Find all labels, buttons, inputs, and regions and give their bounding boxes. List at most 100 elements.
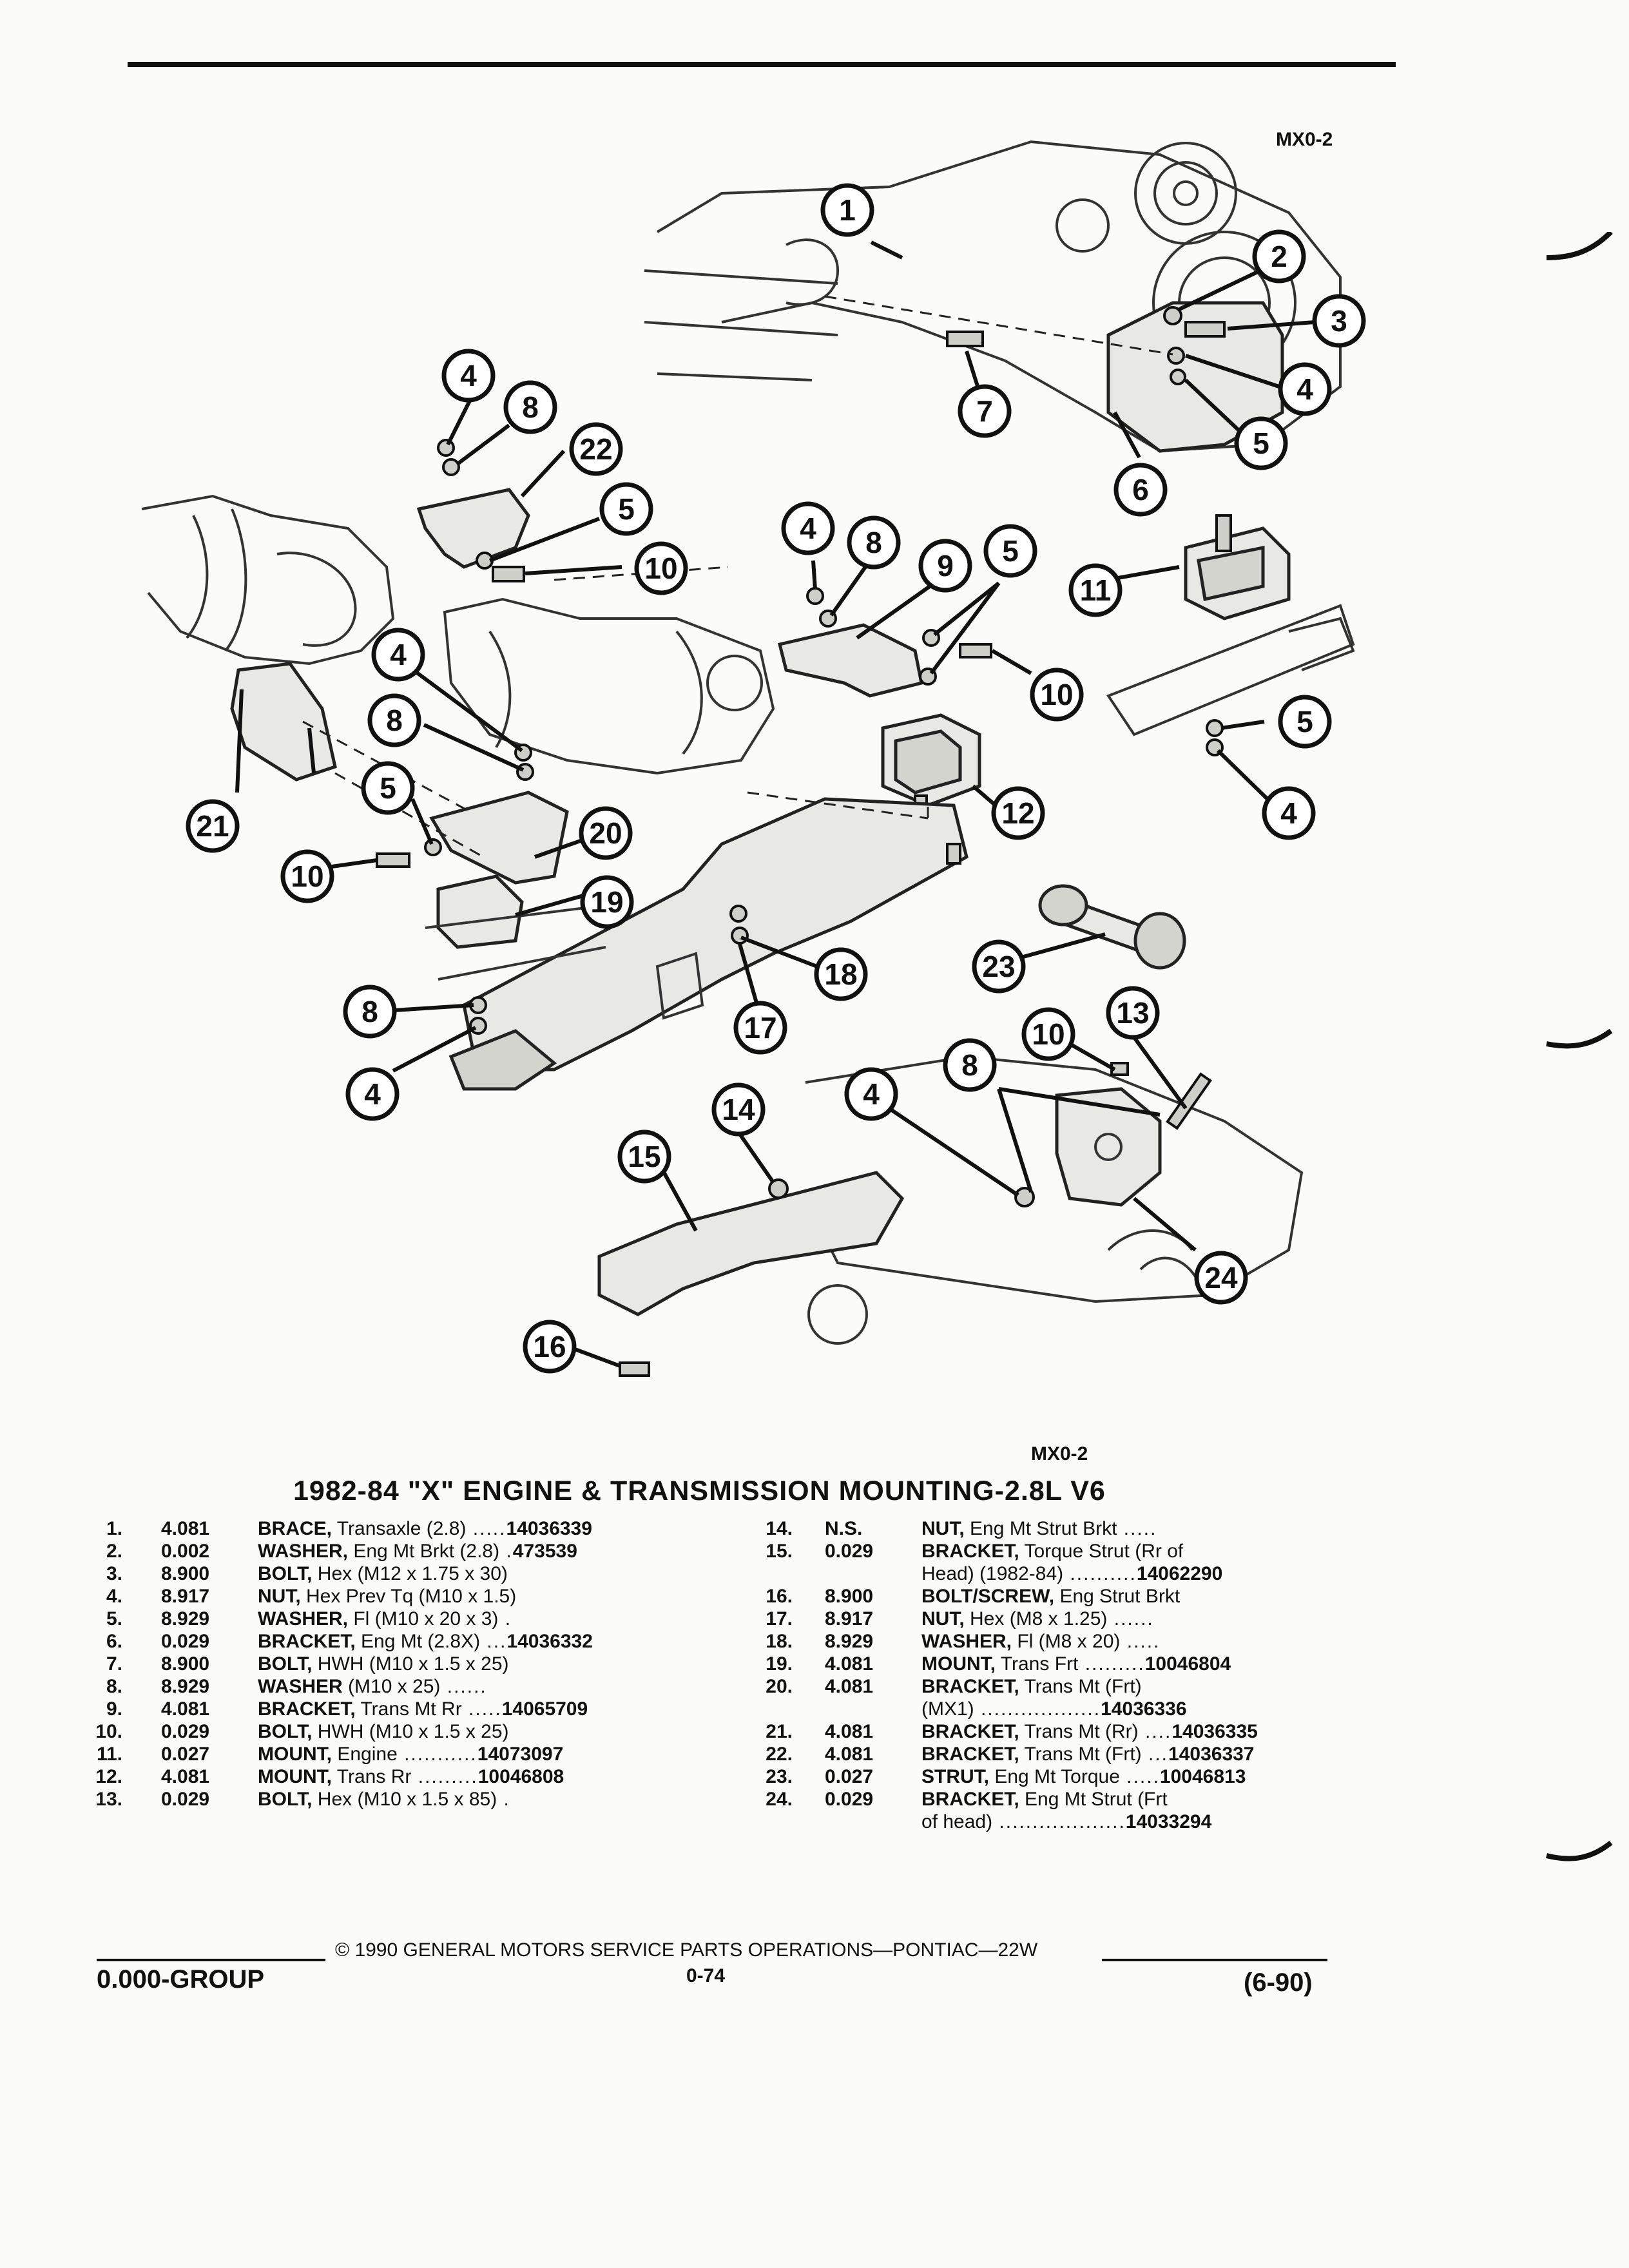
part-description: WASHER, Fl (M10 x 20 x 3) . <box>258 1608 512 1630</box>
group-number: 0.029 <box>161 1631 210 1652</box>
leader-dots: ..... <box>466 1518 506 1539</box>
group-number: 0.029 <box>825 1789 874 1810</box>
part-description: MOUNT, Engine ...........14073097 <box>258 1743 563 1765</box>
svg-text:10: 10 <box>1032 1017 1065 1051</box>
part-number: 14073097 <box>477 1744 564 1765</box>
svg-text:10: 10 <box>1040 678 1073 711</box>
svg-text:20: 20 <box>589 816 622 850</box>
svg-text:4: 4 <box>1296 372 1313 406</box>
item-number: 23. <box>766 1766 793 1787</box>
part-detail: Trans Mt (Frt) <box>1019 1744 1142 1765</box>
group-number: 0.029 <box>825 1541 874 1562</box>
part-description: of head) ...................14033294 <box>921 1811 1211 1833</box>
part-name: STRUT, <box>921 1766 989 1787</box>
part-detail: Eng Mt Strut Brkt <box>964 1518 1117 1539</box>
svg-text:15: 15 <box>628 1140 660 1173</box>
callout-20: 20 <box>579 806 633 860</box>
part-number: 14036337 <box>1168 1744 1255 1765</box>
part-detail: Engine <box>332 1744 398 1765</box>
part-detail: Eng Mt Brkt (2.8) <box>348 1541 500 1562</box>
callout-10: 10 <box>1021 1007 1075 1061</box>
callout-5: 5 <box>361 761 415 815</box>
callout-2: 2 <box>1252 229 1306 284</box>
part-detail: Torque Strut (Rr of <box>1019 1541 1184 1562</box>
part-description: MOUNT, Trans Rr .........10046808 <box>258 1765 564 1788</box>
mount-19-drawing <box>436 874 524 949</box>
callout-5: 5 <box>1278 695 1332 749</box>
parts-row: 5. 8.929 WASHER, Fl (M10 x 20 x 3) . <box>84 1608 728 1630</box>
part-description: BRACE, Transaxle (2.8) .....14036339 <box>258 1517 592 1540</box>
group-number: 8.929 <box>161 1608 210 1629</box>
leader-dots: ... <box>480 1631 507 1652</box>
leader-dots: ..... <box>1117 1518 1157 1539</box>
svg-text:7: 7 <box>976 394 993 428</box>
callout-4: 4 <box>345 1067 400 1121</box>
item-number: 24. <box>766 1789 793 1810</box>
svg-text:8: 8 <box>961 1048 978 1082</box>
item-number: 21. <box>766 1721 793 1742</box>
page-number: 0-74 <box>686 1965 726 1986</box>
part-name: BOLT, <box>258 1721 313 1742</box>
part-detail: Fl (M8 x 20) <box>1012 1631 1121 1652</box>
part-description: NUT, Eng Mt Strut Brkt ..... <box>921 1517 1157 1540</box>
callout-4: 4 <box>1262 786 1316 840</box>
item-number: 16. <box>766 1586 793 1607</box>
part-description: WASHER, Fl (M8 x 20) ..... <box>921 1630 1160 1653</box>
part-description: NUT, Hex Prev Tq (M10 x 1.5) <box>258 1585 516 1608</box>
part-description: NUT, Hex (M8 x 1.25) ...... <box>921 1608 1154 1630</box>
callout-14: 14 <box>711 1082 766 1137</box>
part-name: MOUNT, <box>258 1766 332 1787</box>
svg-text:5: 5 <box>1002 534 1019 568</box>
part-name: BRACKET, <box>258 1631 356 1652</box>
group-number: 0.029 <box>161 1789 210 1810</box>
svg-text:21: 21 <box>196 809 229 843</box>
svg-text:5: 5 <box>618 492 635 526</box>
part-detail: (MX1) <box>921 1698 974 1720</box>
part-number: 10046813 <box>1159 1766 1246 1787</box>
svg-text:4: 4 <box>390 638 407 671</box>
svg-text:4: 4 <box>460 359 477 392</box>
alignment-lines <box>302 295 1173 858</box>
svg-text:4: 4 <box>1280 796 1297 830</box>
part-detail: Eng Strut Brkt <box>1054 1586 1181 1607</box>
item-number: 5. <box>106 1608 122 1629</box>
item-number: 3. <box>106 1563 122 1584</box>
leader-dots: .......... <box>1063 1563 1137 1584</box>
part-detail: Trans Mt Rr <box>355 1698 462 1720</box>
part-description: BOLT/SCREW, Eng Strut Brkt <box>921 1585 1180 1608</box>
item-number: 6. <box>106 1631 122 1652</box>
svg-text:1: 1 <box>839 193 856 227</box>
part-detail: Hex Prev Tq (M10 x 1.5) <box>300 1586 517 1607</box>
group-number: N.S. <box>825 1518 863 1539</box>
part-name: BRACKET, <box>258 1698 356 1720</box>
leader-dots: .... <box>1138 1721 1172 1742</box>
diagram-caption: MX0-2 <box>1031 1443 1088 1465</box>
leader-lines <box>235 240 1315 1368</box>
callout-24: 24 <box>1194 1251 1248 1305</box>
part-number: 14065709 <box>501 1698 588 1720</box>
part-detail: (M10 x 25) <box>342 1676 441 1697</box>
part-name: BRACKET, <box>921 1789 1019 1810</box>
group-number: 4.081 <box>161 1698 210 1720</box>
group-number: 4.081 <box>825 1744 874 1765</box>
group-number: 0.002 <box>161 1541 210 1562</box>
leader-dots: ...... <box>1107 1608 1154 1629</box>
part-name: WASHER, <box>921 1631 1012 1652</box>
leader-dots: . <box>498 1608 512 1629</box>
part-name: BRACKET, <box>921 1541 1019 1562</box>
part-number: 473539 <box>512 1541 577 1562</box>
callout-18: 18 <box>814 947 868 1001</box>
parts-row: (MX1) ..................14036336 <box>747 1698 1392 1720</box>
part-detail: Head) (1982-84) <box>921 1563 1064 1584</box>
bracket-21-drawing <box>230 662 337 782</box>
leader-dots: ......... <box>1078 1653 1145 1675</box>
